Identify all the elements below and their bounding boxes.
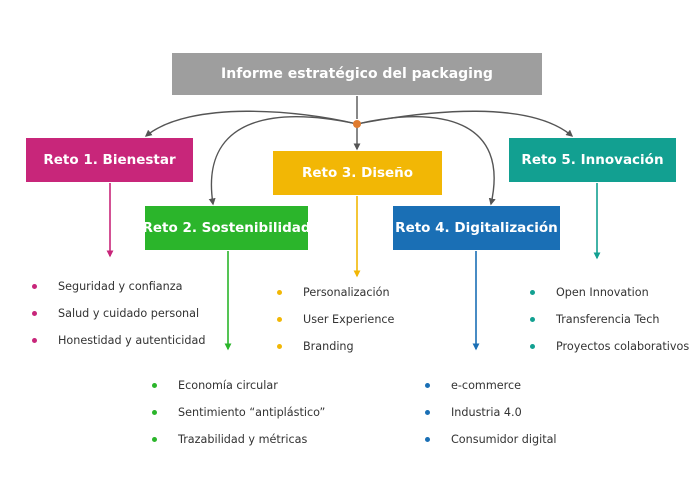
bullet-dot [530,290,535,295]
list-item: Personalización [277,284,394,311]
list-item-text: e-commerce [451,379,521,392]
reto-4-label: Reto 4. Digitalización [395,220,558,236]
reto-4-bullet-list: e-commerce Industria 4.0 Consumidor digi… [425,377,557,458]
reto-2-sostenibilidad-box: Reto 2. Sostenibilidad [142,206,311,250]
bullet-dot [32,338,37,343]
connector-to-reto-5 [356,110,574,137]
list-item: Proyectos colaborativos [530,338,689,365]
reto-4-digitalizacion-box: Reto 4. Digitalización [393,206,560,250]
list-item-text: Economía circular [178,379,278,392]
connector-to-reto-2 [208,115,358,206]
reto-5-bullet-list: Open Innovation Transferencia Tech Proye… [530,284,689,365]
bullet-dot [152,410,157,415]
bullet-dot [425,410,430,415]
reto-2-bullet-list: Economía circular Sentimiento “antiplást… [152,377,325,458]
list-item: Industria 4.0 [425,404,557,431]
list-item: Branding [277,338,394,365]
list-item-text: Open Innovation [556,286,649,299]
list-item: Consumidor digital [425,431,557,458]
reto-1-bullet-list: Seguridad y confianza Salud y cuidado pe… [32,278,205,359]
reto-5-innovacion-box: Reto 5. Innovación [509,138,676,182]
root-node-label: Informe estratégico del packaging [221,66,493,82]
bullet-dot [152,437,157,442]
list-item: User Experience [277,311,394,338]
reto-1-label: Reto 1. Bienestar [43,152,176,168]
reto-3-bullet-list: Personalización User Experience Branding [277,284,394,365]
list-item: Economía circular [152,377,325,404]
list-item-text: Industria 4.0 [451,406,522,419]
list-item-text: Proyectos colaborativos [556,340,690,353]
list-item: Trazabilidad y métricas [152,431,325,458]
hub-node [353,120,361,128]
list-item: Salud y cuidado personal [32,305,205,332]
reto-5-label: Reto 5. Innovación [521,152,664,168]
list-item: e-commerce [425,377,557,404]
bullet-dot [530,317,535,322]
list-item: Open Innovation [530,284,689,311]
list-item: Sentimiento “antiplástico” [152,404,325,431]
bullet-dot [277,317,282,322]
list-item: Seguridad y confianza [32,278,205,305]
bullet-dot [277,290,282,295]
bullet-dot [32,284,37,289]
list-item-text: Salud y cuidado personal [58,307,200,320]
reto-3-label: Reto 3. Diseño [301,165,414,181]
list-item-text: Seguridad y confianza [58,280,183,293]
bullet-dot [152,383,157,388]
bullet-dot [32,311,37,316]
list-item-text: User Experience [303,313,395,326]
bullet-dot [277,344,282,349]
list-item-text: Consumidor digital [451,433,557,446]
bullet-dot [530,344,535,349]
list-item-text: Sentimiento “antiplástico” [178,406,326,419]
bullet-dot [425,383,430,388]
root-node-informe: Informe estratégico del packaging [172,53,542,95]
list-item-text: Branding [303,340,354,353]
reto-3-diseno-box: Reto 3. Diseño [273,151,442,195]
reto-2-label: Reto 2. Sostenibilidad [142,220,311,236]
reto-1-bienestar-box: Reto 1. Bienestar [26,138,193,182]
list-item: Honestidad y autenticidad [32,332,205,359]
list-item-text: Honestidad y autenticidad [58,334,206,347]
list-item-text: Trazabilidad y métricas [178,433,308,446]
bullet-dot [425,437,430,442]
list-item-text: Personalización [303,286,390,299]
list-item: Transferencia Tech [530,311,689,338]
list-item-text: Transferencia Tech [556,313,660,326]
